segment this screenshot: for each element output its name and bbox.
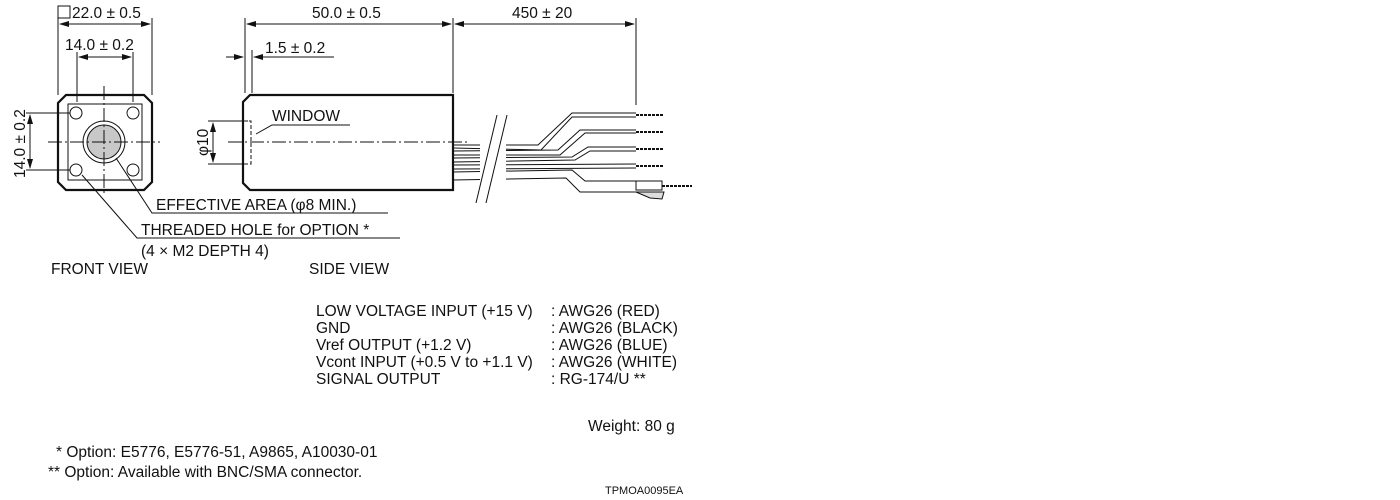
effective-area-label: EFFECTIVE AREA (φ8 MIN.) bbox=[156, 197, 356, 214]
wiring-signal: GND bbox=[316, 320, 350, 337]
threaded-hole-spec: (4 × M2 DEPTH 4) bbox=[141, 243, 269, 260]
side-view-title: SIDE VIEW bbox=[309, 261, 389, 278]
wiring-cable: : AWG26 (BLACK) bbox=[551, 320, 678, 337]
hole-pitch-v-dim: 14.0 ± 0.2 bbox=[12, 109, 29, 178]
footnote: * Option: E5776, E5776-51, A9865, A10030… bbox=[56, 444, 377, 461]
cable-length-dim: 450 ± 20 bbox=[512, 5, 573, 22]
wiring-signal: Vref OUTPUT (+1.2 V) bbox=[316, 337, 471, 354]
footnote: ** Option: Available with BNC/SMA connec… bbox=[48, 464, 362, 481]
front-view: 22.0 ± 0.5 14.0 ± 0.2 14.0 ± 0.2 bbox=[12, 5, 400, 239]
side-view: φ10 WINDOW 50.0 ± 0.5 450 ± 20 1.5 ± 0.2 bbox=[195, 5, 637, 192]
wiring-signal: SIGNAL OUTPUT bbox=[316, 371, 441, 388]
wiring-signal: LOW VOLTAGE INPUT (+15 V) bbox=[316, 303, 533, 320]
window-diameter-dim: φ10 bbox=[195, 128, 212, 156]
threaded-hole-label: THREADED HOLE for OPTION * bbox=[141, 222, 369, 239]
window-label: WINDOW bbox=[272, 108, 340, 125]
wiring-cable: : AWG26 (BLUE) bbox=[551, 337, 668, 354]
weight-label: Weight: 80 g bbox=[588, 418, 675, 435]
front-view-title: FRONT VIEW bbox=[51, 261, 148, 278]
front-width-dim: 22.0 ± 0.5 bbox=[72, 5, 141, 22]
window-offset-dim: 1.5 ± 0.2 bbox=[265, 40, 325, 57]
wiring-cable: : AWG26 (RED) bbox=[551, 303, 660, 320]
wiring-signal: Vcont INPUT (+0.5 V to +1.1 V) bbox=[316, 354, 533, 371]
cable-bundle bbox=[452, 95, 692, 207]
wiring-table: LOW VOLTAGE INPUT (+15 V) : AWG26 (RED) … bbox=[316, 303, 678, 388]
hole-pitch-h-dim: 14.0 ± 0.2 bbox=[65, 37, 134, 54]
side-length-dim: 50.0 ± 0.5 bbox=[312, 5, 381, 22]
drawing-id: TPMOA0095EA bbox=[605, 485, 684, 497]
wiring-cable: : RG-174/U ** bbox=[551, 371, 646, 388]
wiring-cable: : AWG26 (WHITE) bbox=[551, 354, 677, 371]
